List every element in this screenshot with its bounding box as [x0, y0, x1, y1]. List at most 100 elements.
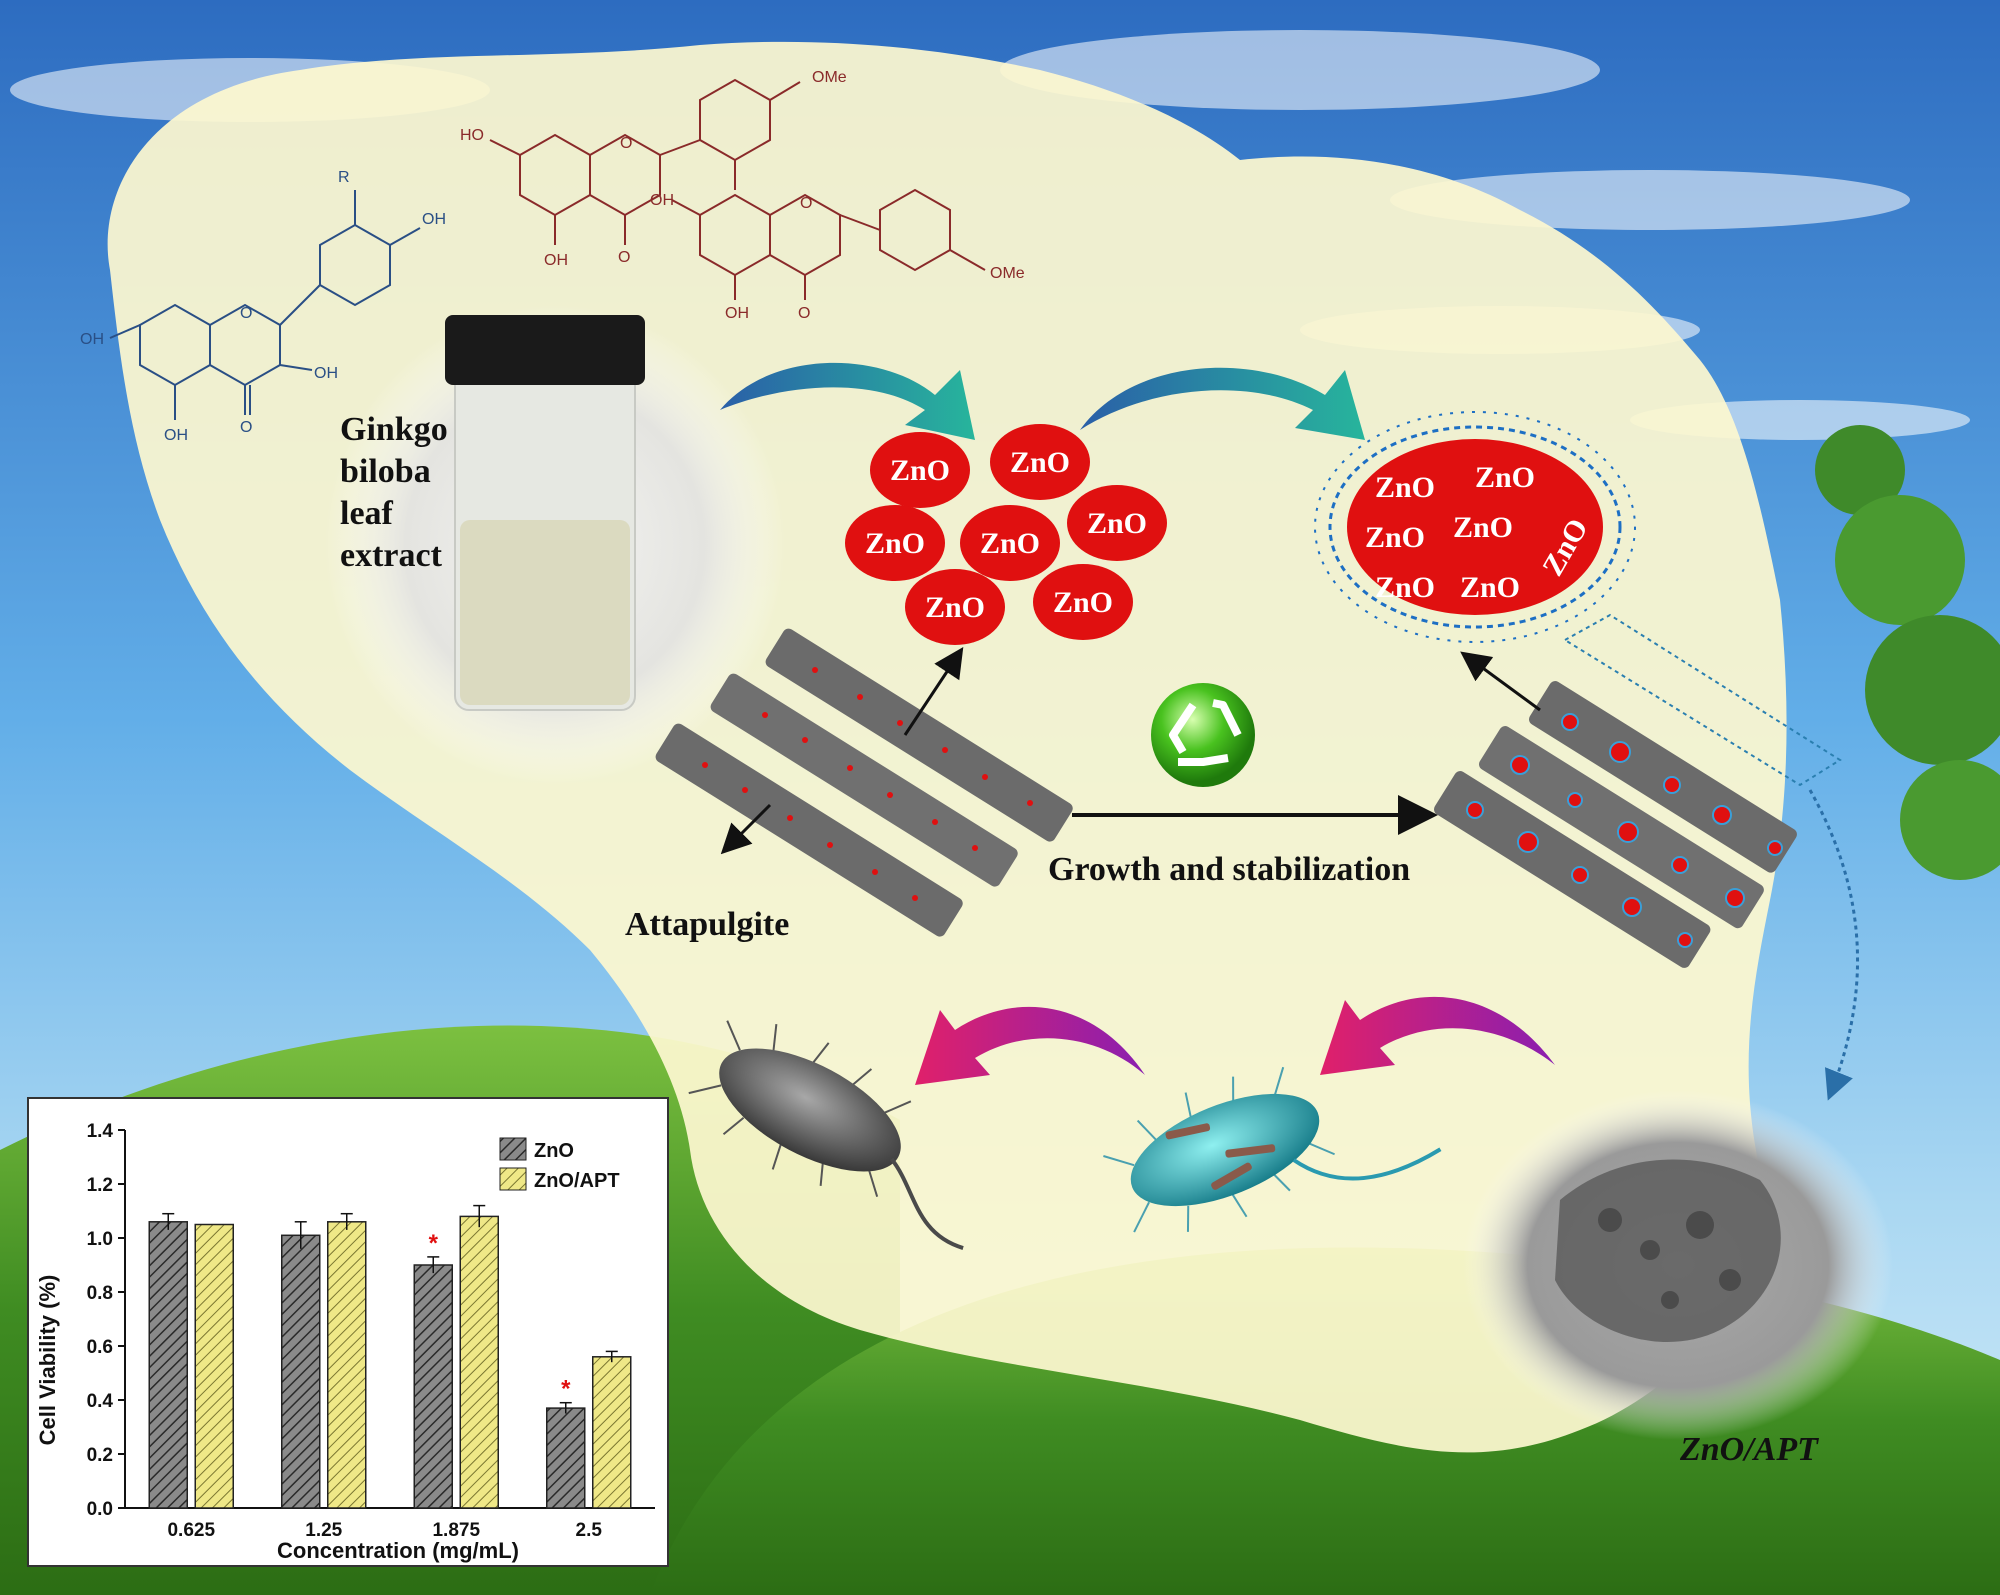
rod-to-zno-arrow — [903, 646, 964, 736]
biflavone-keto-o-2: O — [798, 305, 810, 322]
svg-text:ZnO: ZnO — [1475, 461, 1535, 494]
biflavone-ho-7: HO — [460, 127, 484, 144]
tree — [1815, 425, 2000, 880]
zno-particle: ZnO — [990, 424, 1090, 500]
y-tick-label: 1.0 — [87, 1229, 113, 1250]
y-tick-label: 1.4 — [87, 1121, 114, 1142]
svg-text:ZnO: ZnO — [980, 527, 1040, 560]
biflavone-labels: OMe HO OH OH OH O O O O OMe — [460, 69, 1025, 322]
zoom-box — [1563, 613, 1842, 787]
flavonol-labels: R OH OH OH OH O O — [80, 169, 446, 444]
y-tick-label: 0.2 — [87, 1445, 113, 1466]
svg-text:ZnO: ZnO — [1460, 571, 1520, 604]
zoom-to-tem-arrow — [1808, 789, 1859, 1101]
biflavone-oh-5: OH — [544, 252, 568, 269]
bar-zno — [281, 1234, 321, 1509]
composite-rods — [1434, 681, 1797, 968]
y-axis-label: Cell Viability (%) — [35, 1275, 60, 1446]
svg-text:ZnO: ZnO — [1375, 471, 1435, 504]
process-label: Growth and stabilization — [1048, 851, 1410, 888]
extract-label-line-1: Ginkgo — [340, 411, 448, 448]
svg-text:ZnO: ZnO — [865, 527, 925, 560]
attapulgite-rods — [655, 628, 1073, 937]
flavonol-oh-3: OH — [314, 365, 338, 382]
biflavone-oh-5pp: OH — [725, 305, 749, 322]
zno-particle: ZnO — [1453, 511, 1513, 544]
flavonol-oh-7: OH — [80, 331, 104, 348]
legend-label-zno-apt: ZnO/APT — [534, 1170, 620, 1192]
x-axis-label: Concentration (mg/mL) — [277, 1538, 519, 1563]
y-tick-label: 1.2 — [87, 1175, 113, 1196]
x-tick-label: 1.25 — [305, 1520, 342, 1541]
y-tick-label: 0.4 — [87, 1391, 114, 1412]
svg-text:ZnO: ZnO — [1010, 446, 1070, 479]
legend-swatch-zno — [499, 1137, 527, 1161]
zno-particle: ZnO — [1375, 571, 1435, 604]
bacterium-icon — [1103, 1066, 1442, 1233]
zno-particle: ZnO — [870, 432, 970, 508]
significance-mark: * — [429, 1230, 439, 1257]
zno-particle: ZnO — [845, 505, 945, 581]
bar-zno-apt — [194, 1223, 234, 1509]
svg-text:ZnO: ZnO — [890, 454, 950, 487]
bar-zno-apt — [459, 1215, 499, 1509]
x-tick-label: 1.875 — [432, 1520, 480, 1541]
magenta-arrow-2 — [1320, 996, 1555, 1075]
attapulgite-label: Attapulgite — [625, 906, 789, 943]
vial-photo — [325, 305, 785, 785]
recycle-icon — [1151, 683, 1255, 787]
rod-to-label-arrow — [720, 803, 772, 855]
zno-cluster: ZnO ZnO ZnO ZnO ZnO ZnO ZnO — [845, 424, 1167, 645]
zno-particle: ZnO — [1033, 564, 1133, 640]
bacterium-icon — [688, 1020, 964, 1250]
biflavone-keto-o-1: O — [618, 249, 630, 266]
teal-arrow-2 — [1080, 367, 1365, 440]
extract-label: Ginkgo biloba leaf extract — [340, 411, 448, 574]
zno-particle: ZnO — [1460, 571, 1520, 604]
legend-swatch-zno-apt — [499, 1167, 527, 1191]
extract-label-line-2: biloba — [340, 453, 431, 490]
svg-text:ZnO: ZnO — [925, 591, 985, 624]
bar-zno-apt — [327, 1221, 367, 1509]
zno-particle: ZnO — [960, 505, 1060, 581]
extract-label-line-3: leaf — [340, 495, 394, 532]
bar-zno — [546, 1407, 586, 1509]
flavonol-structure — [109, 190, 421, 420]
svg-text:ZnO: ZnO — [1087, 507, 1147, 540]
stabilized-zno-cluster: ZnO ZnO ZnO ZnO ZnO ZnO ZnO — [1314, 411, 1636, 643]
biflavone-ring-o-1: O — [620, 135, 632, 152]
legend-label-zno: ZnO — [534, 1140, 574, 1162]
bar-zno-apt — [592, 1356, 632, 1509]
biflavone-ome-bottom: OMe — [990, 265, 1025, 282]
biflavone-ome-top: OMe — [812, 69, 847, 86]
y-tick-label: 0.0 — [87, 1499, 113, 1520]
zoom-to-cluster-arrow — [1460, 651, 1541, 712]
bar-zno — [413, 1264, 453, 1509]
flavonol-r-group: R — [338, 169, 350, 186]
flavonol-oh-5: OH — [164, 427, 188, 444]
biflavone-oh-7pp: OH — [650, 192, 674, 209]
x-tick-label: 0.625 — [167, 1520, 215, 1541]
teal-arrow-1 — [720, 362, 975, 440]
zno-particle: ZnO — [1375, 471, 1435, 504]
bar-zno — [148, 1221, 188, 1509]
flavonol-keto-o: O — [240, 419, 252, 436]
y-tick-label: 0.6 — [87, 1337, 113, 1358]
svg-text:ZnO: ZnO — [1453, 511, 1513, 544]
zno-particle: ZnO — [905, 569, 1005, 645]
zno-particle: ZnO — [1365, 521, 1425, 554]
magenta-arrow-1 — [915, 1006, 1145, 1085]
chart-legend: ZnO ZnO/APT — [499, 1137, 620, 1192]
svg-text:ZnO: ZnO — [1375, 571, 1435, 604]
svg-text:ZnO: ZnO — [1365, 521, 1425, 554]
tem-image — [1463, 1090, 1893, 1440]
svg-text:ZnO: ZnO — [1053, 586, 1113, 619]
biflavone-ring-o-2: O — [800, 195, 812, 212]
zno-particle: ZnO — [1475, 461, 1535, 494]
y-tick-label: 0.8 — [87, 1283, 113, 1304]
biflavone-structure — [489, 78, 986, 300]
flavonol-oh-4p: OH — [422, 211, 446, 228]
